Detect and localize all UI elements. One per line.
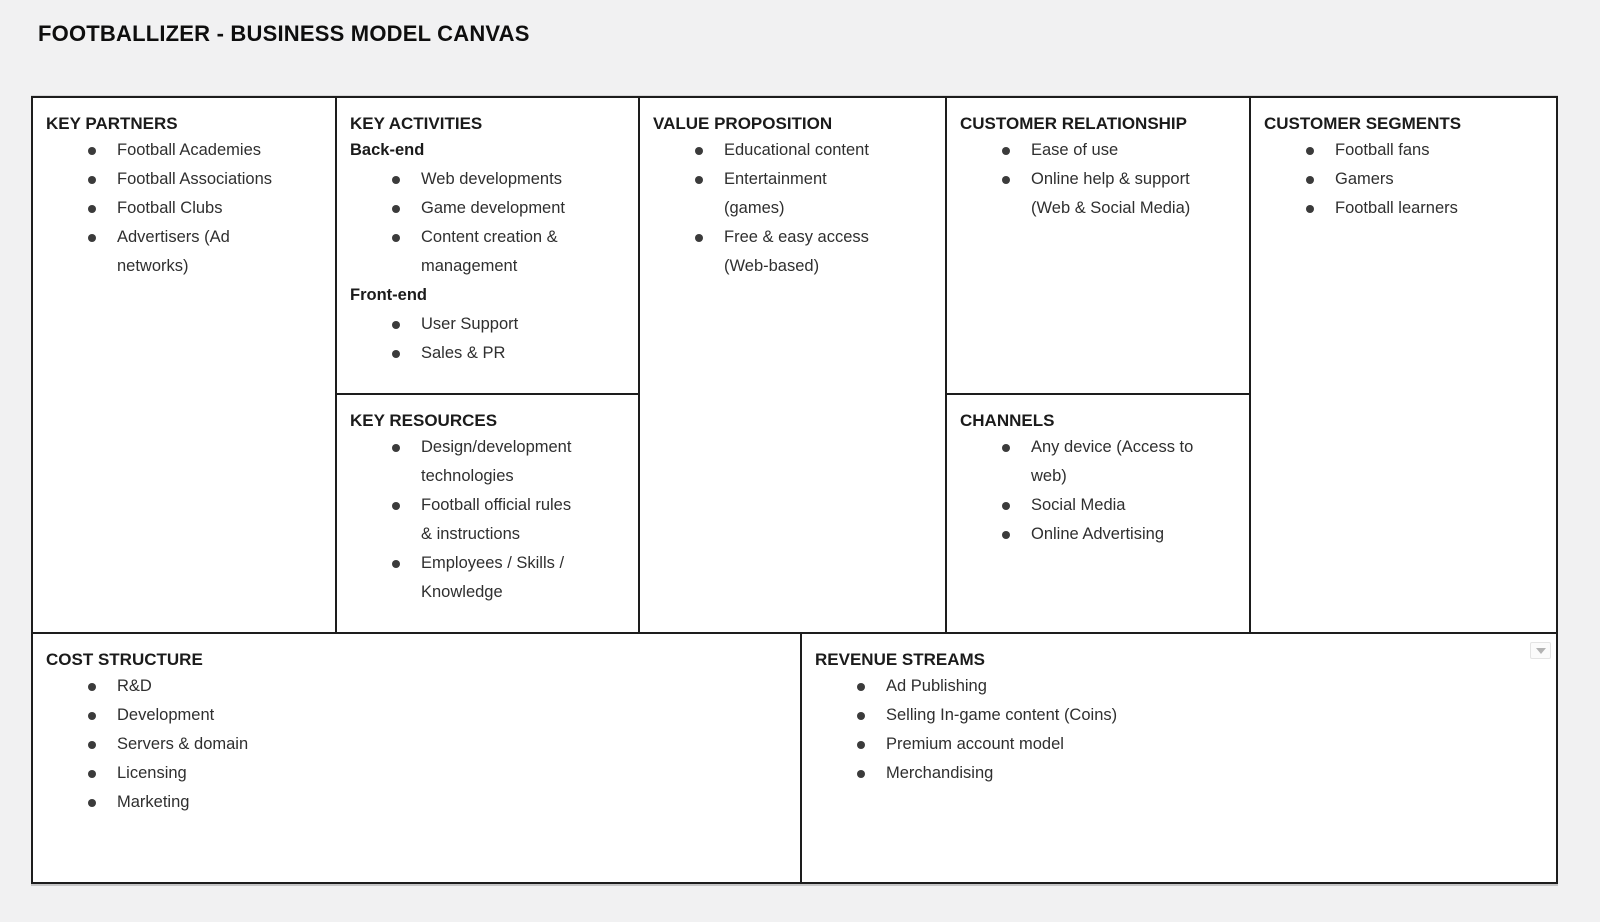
section-title: VALUE PROPOSITION: [653, 114, 833, 133]
list-item: Sales & PR: [337, 339, 628, 368]
section-channels: CHANNELS Any device (Access to web) Soci…: [946, 394, 1250, 633]
list-item: Football official rules & instructions: [337, 491, 628, 549]
list-item: Social Media: [947, 491, 1239, 520]
list-item: Licensing: [33, 759, 790, 788]
list-item: R&D: [33, 672, 790, 701]
section-title: CHANNELS: [960, 411, 1055, 430]
list-item: Selling In-game content (Coins): [802, 701, 1546, 730]
list-item: Football fans: [1251, 136, 1546, 165]
chevron-down-icon: [1535, 647, 1546, 654]
bullet-list: Football Academies Football Associations…: [33, 136, 335, 281]
section-customer-relationship: CUSTOMER RELATIONSHIP Ease of use Online…: [946, 97, 1250, 394]
business-model-canvas: KEY PARTNERS Football Academies Football…: [31, 96, 1558, 884]
list-item: Advertisers (Ad networks): [33, 223, 325, 281]
page-title: FOOTBALLIZER - BUSINESS MODEL CANVAS: [38, 21, 530, 46]
list-item: Employees / Skills / Knowledge: [337, 549, 628, 607]
list-item: Football Associations: [33, 165, 325, 194]
section-revenue-streams: REVENUE STREAMS Ad Publishing Selling In…: [801, 633, 1557, 883]
bullet-list: Design/development technologies Football…: [337, 433, 638, 607]
list-item: Merchandising: [802, 759, 1546, 788]
section-title: COST STRUCTURE: [46, 650, 203, 669]
section-key-resources: KEY RESOURCES Design/development technol…: [336, 394, 639, 633]
section-key-partners: KEY PARTNERS Football Academies Football…: [32, 97, 336, 633]
bullet-list: User Support Sales & PR: [337, 310, 638, 368]
list-item: Online help & support (Web & Social Medi…: [947, 165, 1239, 223]
list-item: Marketing: [33, 788, 790, 817]
section-title: REVENUE STREAMS: [815, 650, 986, 669]
list-item: Premium account model: [802, 730, 1546, 759]
section-title: CUSTOMER SEGMENTS: [1264, 114, 1462, 133]
section-key-activities: KEY ACTIVITIES Back-end Web developments…: [336, 97, 639, 394]
bullet-list: Ad Publishing Selling In-game content (C…: [802, 672, 1556, 788]
section-title: KEY RESOURCES: [350, 411, 498, 430]
table-dropdown-button[interactable]: [1530, 642, 1551, 659]
list-item: Any device (Access to web): [947, 433, 1239, 491]
bullet-list: Ease of use Online help & support (Web &…: [947, 136, 1249, 223]
list-item: Development: [33, 701, 790, 730]
section-cost-structure: COST STRUCTURE R&D Development Servers &…: [32, 633, 801, 883]
section-title: KEY PARTNERS: [46, 114, 178, 133]
bullet-list: Football fans Gamers Football learners: [1251, 136, 1556, 223]
list-item: Free & easy access (Web-based): [640, 223, 935, 281]
section-value-proposition: VALUE PROPOSITION Educational content En…: [639, 97, 946, 633]
list-item: Design/development technologies: [337, 433, 628, 491]
list-item: User Support: [337, 310, 628, 339]
bullet-list: Any device (Access to web) Social Media …: [947, 433, 1249, 549]
list-item: Content creation & management: [337, 223, 628, 281]
bullet-list: Web developments Game development Conten…: [337, 165, 638, 281]
list-item: Web developments: [337, 165, 628, 194]
list-item: Ease of use: [947, 136, 1239, 165]
list-item: Football Clubs: [33, 194, 325, 223]
section-title: KEY ACTIVITIES: [350, 114, 483, 133]
subsection-label: Front-end: [350, 286, 427, 304]
list-item: Game development: [337, 194, 628, 223]
list-item: Football Academies: [33, 136, 325, 165]
bullet-list: R&D Development Servers & domain Licensi…: [33, 672, 800, 817]
list-item: Ad Publishing: [802, 672, 1546, 701]
list-item: Football learners: [1251, 194, 1546, 223]
subsection-label: Back-end: [350, 141, 425, 159]
list-item: Online Advertising: [947, 520, 1239, 549]
list-item: Servers & domain: [33, 730, 790, 759]
list-item: Educational content: [640, 136, 935, 165]
list-item: Entertainment (games): [640, 165, 935, 223]
list-item: Gamers: [1251, 165, 1546, 194]
section-title: CUSTOMER RELATIONSHIP: [960, 114, 1187, 133]
section-customer-segments: CUSTOMER SEGMENTS Football fans Gamers F…: [1250, 97, 1557, 633]
bullet-list: Educational content Entertainment (games…: [640, 136, 945, 281]
